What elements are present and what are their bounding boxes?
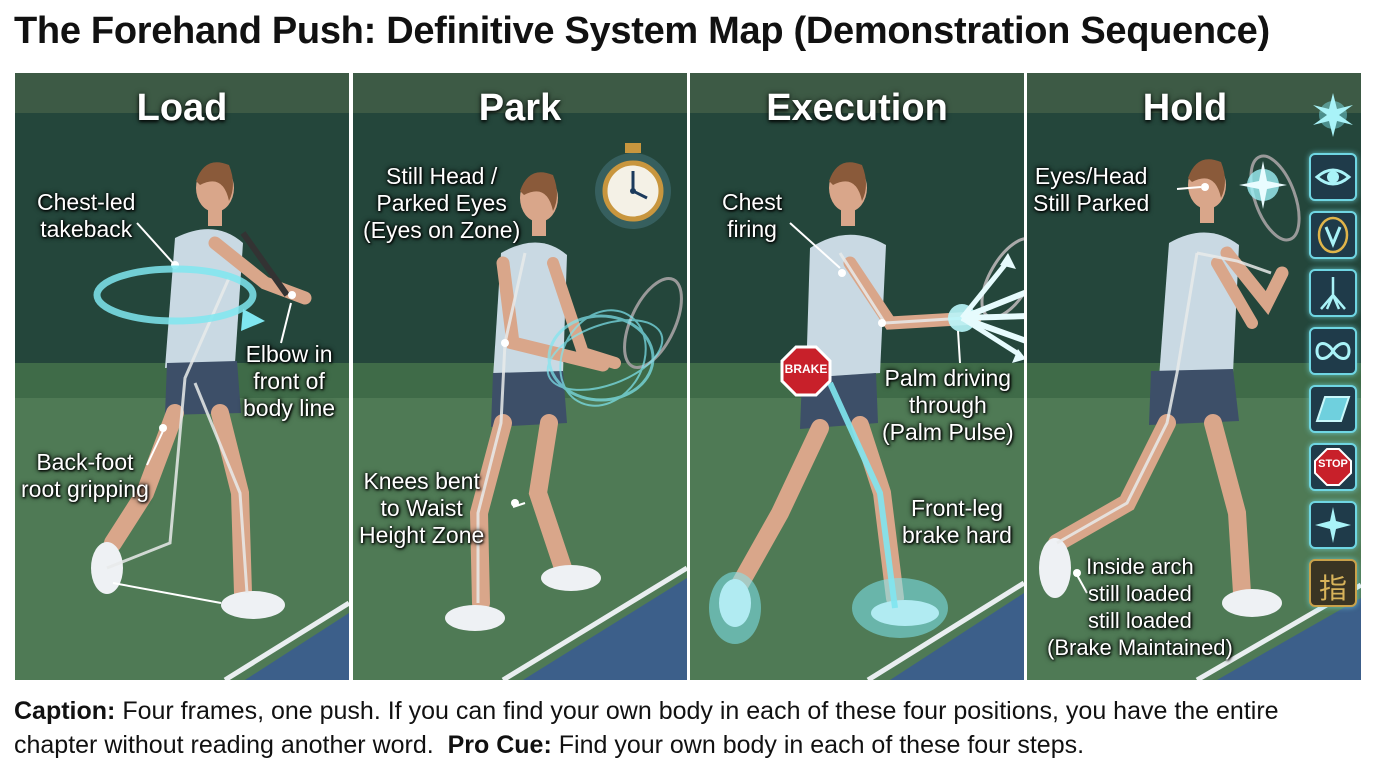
panel-title-execution: Execution: [766, 87, 948, 129]
brake-sign: [780, 345, 832, 397]
starburst-icon: [1239, 161, 1287, 209]
execution-scene: [690, 73, 1024, 680]
glyph-icon: 指: [1309, 559, 1357, 607]
eye-icon: [1309, 153, 1357, 201]
brake-sign-text: BRAKE: [784, 362, 828, 376]
player-figure: [445, 172, 683, 631]
v-icon: [1309, 211, 1357, 259]
pro-cue-label: Pro Cue:: [447, 731, 552, 759]
panel-title-hold: Hold: [1142, 87, 1228, 129]
impact-burst: [948, 253, 1024, 363]
label-still-head: Still Head /Parked Eyes(Eyes on Zone): [363, 163, 521, 243]
park-scene: [353, 73, 687, 680]
stop-sign-icon: STOP: [1309, 443, 1357, 491]
panel-park: Park Still Head /Parked Eyes(Eyes on Zon…: [353, 73, 687, 680]
pro-cue-text: Find your own body in each of these four…: [551, 731, 1085, 759]
infinity-icon: [1309, 327, 1357, 375]
panel-title-park: Park: [478, 87, 562, 129]
player-figure: [91, 162, 312, 619]
caption: Caption: Four frames, one push. If you c…: [14, 694, 1364, 762]
rotation-ring: [93, 265, 265, 331]
system-icon-bar: STOP 指: [1309, 91, 1357, 607]
roots-icon: [1309, 269, 1357, 317]
stopwatch-icon: [595, 143, 671, 229]
parallelogram-icon: [1309, 385, 1357, 433]
flame-glow: [709, 572, 948, 644]
player-figure: [1039, 154, 1301, 617]
hold-scene: [1027, 73, 1361, 680]
caption-text: Four frames, one push. If you can find y…: [14, 697, 1279, 759]
starburst-icon: [1309, 501, 1357, 549]
load-scene: [15, 73, 349, 680]
starburst-icon: [1309, 91, 1357, 139]
stop-sign-text: STOP: [1318, 458, 1348, 470]
energy-swirl: [546, 309, 664, 407]
panel-title-load: Load: [136, 87, 228, 129]
caption-label: Caption:: [14, 697, 116, 725]
page-title: The Forehand Push: Definitive System Map…: [14, 10, 1270, 52]
